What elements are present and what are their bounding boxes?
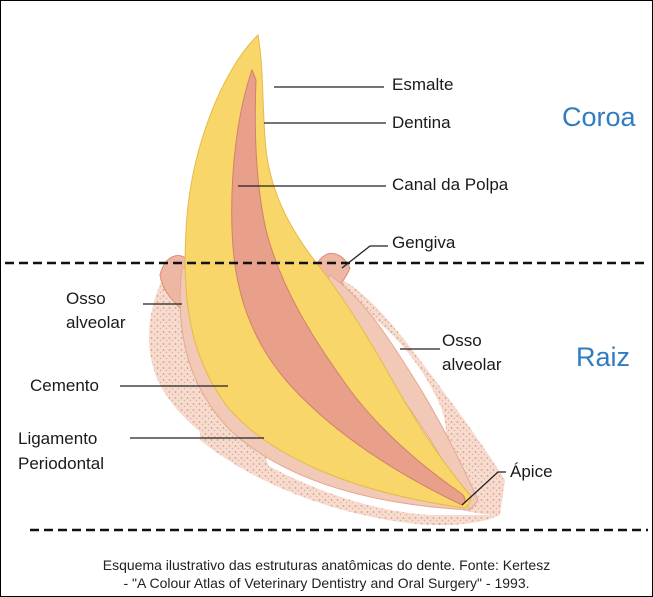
label-dentin: Dentina [392, 112, 451, 134]
label-alveolar-bone-right-2: alveolar [442, 354, 502, 376]
label-gingiva: Gengiva [392, 232, 455, 254]
caption-line-1: Esquema ilustrativo das estruturas anatô… [0, 556, 653, 574]
label-pulp-canal: Canal da Polpa [392, 174, 508, 196]
label-ligament-1: Ligamento [18, 428, 97, 450]
label-alveolar-bone-left-2: alveolar [66, 312, 126, 334]
label-cementum: Cemento [30, 375, 99, 397]
region-label-root: Raiz [576, 342, 630, 373]
label-alveolar-bone-right-1: Osso [442, 330, 482, 352]
label-alveolar-bone-left-1: Osso [66, 288, 106, 310]
region-label-crown: Coroa [562, 102, 636, 133]
caption-line-2: - "A Colour Atlas of Veterinary Dentistr… [0, 574, 653, 592]
label-enamel: Esmalte [392, 74, 453, 96]
label-ligament-2: Periodontal [18, 453, 104, 475]
gingiva-leader [342, 246, 388, 268]
label-apex: Ápice [510, 461, 553, 483]
